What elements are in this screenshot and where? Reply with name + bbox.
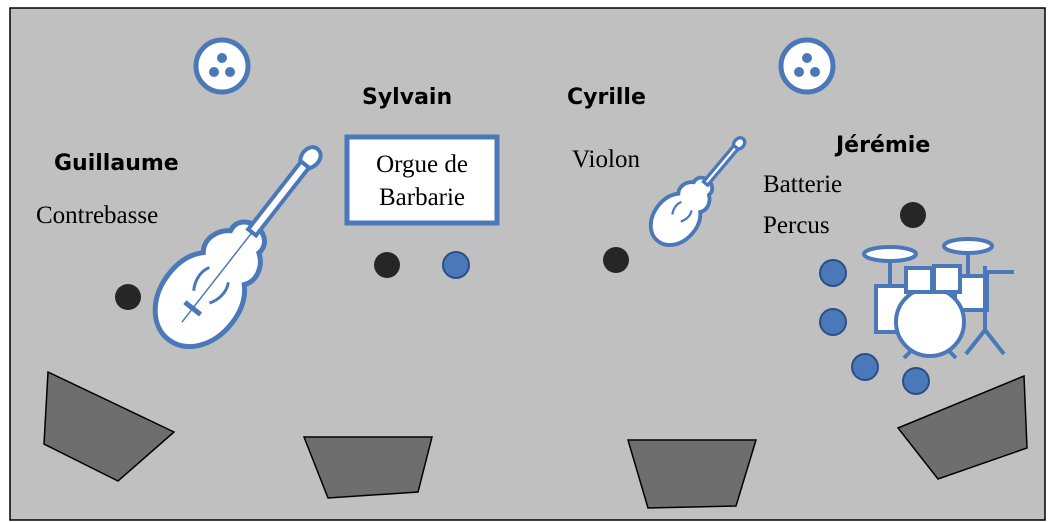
double-bass-icon [152,145,323,350]
barrel-organ-box [344,134,500,226]
musician-name-jeremie: Jérémie [834,133,930,158]
musician-name-guillaume: Guillaume [54,151,179,176]
power-outlet-icon [193,37,251,95]
instrument-label-barbarie: Barbarie [379,184,465,211]
microphone-dark-icon [374,252,400,278]
instrument-label-batterie: Batterie [763,171,842,198]
microphone-blue-icon [902,367,930,395]
microphone-blue-icon [442,251,470,279]
microphone-blue-icon [819,259,847,287]
microphone-blue-icon [851,353,879,381]
drum-kit-icon [862,237,1014,360]
power-outlet-icon [778,37,836,95]
stage-monitor-icon [302,436,433,499]
musician-name-cyrille: Cyrille [567,85,646,110]
instrument-label-percus: Percus [763,212,830,239]
microphone-dark-icon [900,202,926,228]
musician-name-sylvain: Sylvain [362,85,452,110]
stage-monitor-icon [626,439,758,509]
instrument-label-orgue: Orgue de [376,151,468,178]
stage-monitor-icon [43,370,176,482]
instrument-label-violon: Violon [572,146,640,173]
instrument-label-contrebasse: Contrebasse [36,202,158,229]
stage-monitor-icon [896,374,1028,480]
microphone-dark-icon [115,284,141,310]
microphone-blue-icon [819,308,847,336]
violin-icon [648,136,747,247]
microphone-dark-icon [603,247,629,273]
